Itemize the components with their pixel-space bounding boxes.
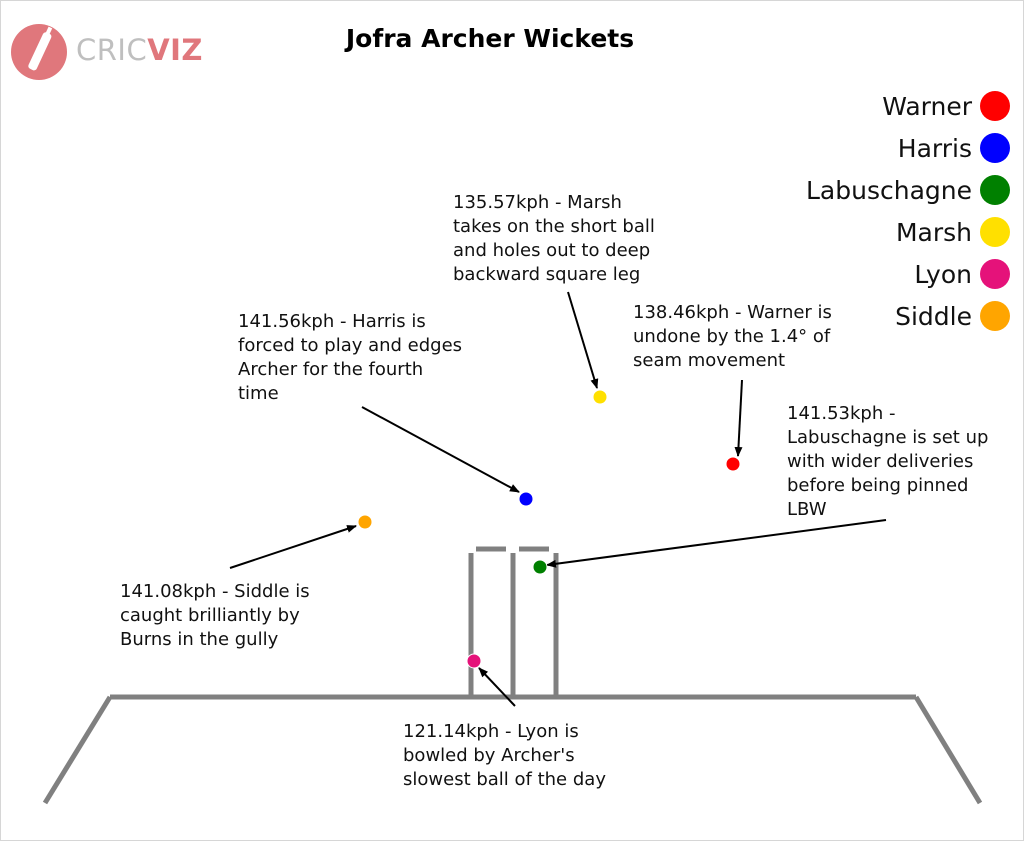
legend-label-labuschagne: Labuschagne (806, 175, 972, 205)
wicket-point-marsh (592, 389, 608, 405)
legend-item-warner: Warner (882, 88, 1010, 124)
annotation-marsh: 135.57kph - Marsh takes on the short bal… (453, 192, 655, 285)
legend-item-siddle: Siddle (895, 298, 1010, 334)
wicket-points (357, 389, 741, 669)
wicket-point-labuschagne (532, 559, 548, 575)
arrow-siddle (229, 525, 357, 569)
legend-label-lyon: Lyon (914, 259, 972, 289)
legend-dot-warner (980, 91, 1010, 121)
annotation-lyon: 121.14kph - Lyon is bowled by Archer's s… (403, 721, 606, 790)
legend-item-harris: Harris (898, 130, 1010, 166)
legend-dot-marsh (980, 217, 1010, 247)
legend-dot-siddle (980, 301, 1010, 331)
stumps (468, 546, 559, 697)
legend-dot-harris (980, 133, 1010, 163)
annotation-labuschagne: 141.53kph - Labuschagne is set up with w… (787, 403, 989, 520)
arrow-warner (734, 379, 743, 457)
legend-dot-lyon (980, 259, 1010, 289)
legend-label-siddle: Siddle (895, 301, 972, 331)
wicket-point-warner (725, 456, 741, 472)
legend-label-warner: Warner (882, 91, 972, 121)
legend-dot-labuschagne (980, 175, 1010, 205)
legend-item-marsh: Marsh (896, 214, 1010, 250)
annotation-harris: 141.56kph - Harris is forced to play and… (238, 311, 463, 404)
cricviz-logo: CRICVIZ (10, 20, 202, 86)
wicket-point-lyon (466, 653, 482, 669)
annotation-siddle: 141.08kph - Siddle is caught brilliantly… (120, 581, 310, 650)
arrow-labuschagne (546, 519, 887, 568)
arrow-lyon (478, 667, 516, 707)
cricket-bat-logo-icon (11, 24, 67, 80)
logo-wordmark: CRICVIZ (76, 33, 203, 67)
arrow-harris (361, 406, 520, 493)
wicket-point-siddle (357, 514, 373, 530)
legend-item-labuschagne: Labuschagne (806, 172, 1010, 208)
arrow-marsh (567, 291, 599, 389)
annotation-arrows (229, 291, 887, 707)
annotation-warner: 138.46kph - Warner is undone by the 1.4°… (633, 302, 832, 371)
legend-item-lyon: Lyon (914, 256, 1010, 292)
legend-label-harris: Harris (897, 133, 972, 163)
chart-title: Jofra Archer Wickets (345, 24, 635, 53)
legend-label-marsh: Marsh (895, 217, 972, 247)
pitch-outline (42, 694, 983, 805)
wicket-point-harris (518, 491, 534, 507)
